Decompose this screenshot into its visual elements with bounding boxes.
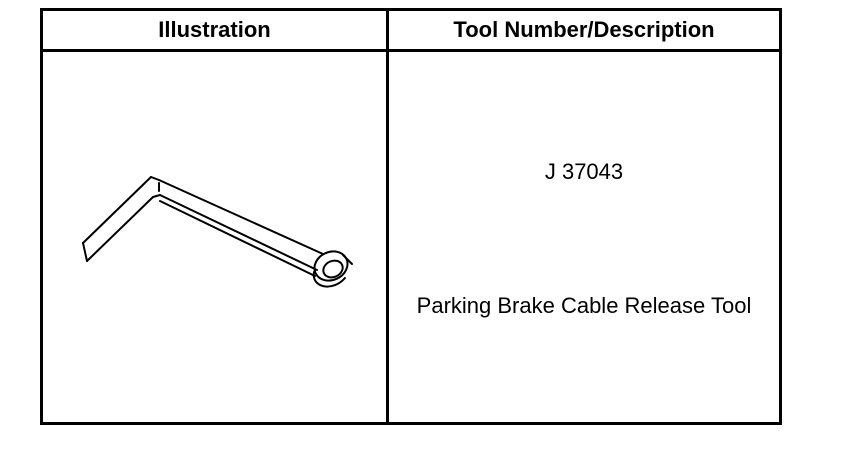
header-tool-number-description: Tool Number/Description [453, 17, 715, 42]
tool-table: Illustration Tool Number/Description [40, 8, 782, 425]
header-illustration: Illustration [158, 17, 271, 42]
tool-number: J 37043 [544, 159, 624, 184]
header-divider [43, 49, 779, 52]
column-divider [386, 11, 389, 422]
parking-brake-cable-release-tool-icon [82, 176, 353, 288]
illustration-cell [43, 52, 386, 422]
tool-description: Parking Brake Cable Release Tool [416, 293, 752, 318]
tool-number-description-cell: J 37043 Parking Brake Cable Release Tool [389, 52, 779, 422]
